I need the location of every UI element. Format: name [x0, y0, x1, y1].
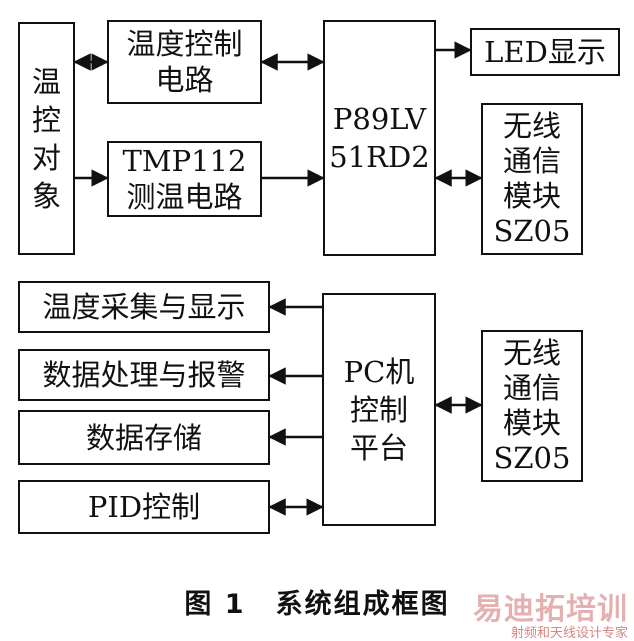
tmp112-circuit-label: TMP112 测温电路 [122, 144, 247, 214]
temp-collect-display-label: 温度采集与显示 [42, 290, 246, 324]
temp-collect-display-block: 温度采集与显示 [18, 281, 270, 333]
figure-title: 系统组成框图 [275, 589, 450, 620]
data-storage-label: 数据存储 [85, 420, 202, 455]
pc-control-platform-label: PC机 控制 平台 [343, 354, 415, 465]
wireless-module-bottom-label: 无线 通信 模块 SZ05 [493, 336, 571, 475]
pid-control-label: PID控制 [87, 490, 201, 524]
watermark: 易迪拓培训 射频和天线设计专家 [473, 584, 628, 641]
mcu-block: P89LV 51RD2 [323, 20, 436, 256]
pc-control-platform-block: PC机 控制 平台 [322, 293, 436, 526]
figure-caption: 图 1 系统组成框图 [0, 582, 634, 621]
data-storage-block: 数据存储 [18, 410, 270, 465]
data-process-alarm-label: 数据处理与报警 [42, 358, 246, 392]
temp-control-object-label: 温 控 对 象 [31, 64, 61, 213]
mcu-label: P89LV 51RD2 [329, 102, 430, 174]
wireless-module-top-label: 无线 通信 模块 SZ05 [493, 109, 571, 248]
figure-number: 图 1 [184, 589, 246, 620]
watermark-brand: 易迪拓培训 [473, 592, 628, 627]
tmp112-circuit-block: TMP112 测温电路 [107, 141, 262, 217]
pid-control-block: PID控制 [18, 480, 270, 534]
data-process-alarm-block: 数据处理与报警 [18, 349, 270, 401]
wireless-module-bottom-block: 无线 通信 模块 SZ05 [481, 330, 583, 482]
temp-control-circuit-label: 温度控制 电路 [126, 27, 243, 97]
wireless-module-top-block: 无线 通信 模块 SZ05 [481, 103, 583, 255]
led-display-block: LED显示 [470, 28, 620, 76]
temp-control-circuit-block: 温度控制 电路 [107, 20, 262, 104]
led-display-label: LED显示 [484, 35, 606, 69]
watermark-tagline: 射频和天线设计专家 [510, 626, 628, 641]
temp-control-object-block: 温 控 对 象 [18, 22, 75, 255]
